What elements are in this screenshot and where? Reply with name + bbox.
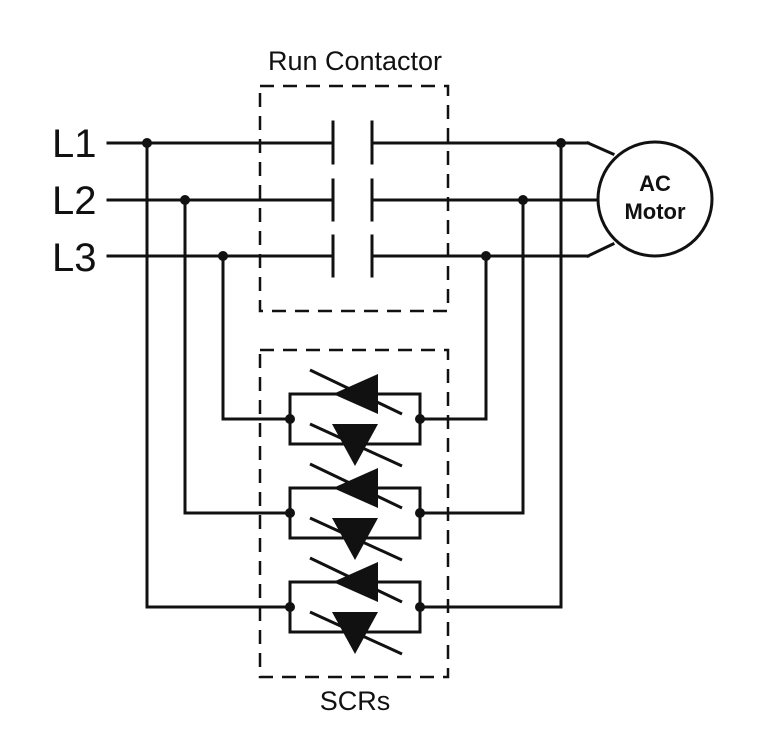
left-branch-wires — [145, 141, 292, 609]
motor-label-motor: Motor — [624, 199, 686, 224]
scr-pair-l1 — [288, 556, 422, 656]
line-label-l3: L3 — [52, 236, 97, 280]
ac-motor: AC Motor — [596, 140, 714, 258]
contactor-contacts — [331, 120, 374, 278]
scr-pair-l2 — [288, 462, 422, 562]
right-branch-wires — [418, 141, 563, 609]
main-line-l1 — [106, 141, 615, 156]
run-contactor-label: Run Contactor — [268, 46, 442, 76]
motor-label-ac: AC — [639, 171, 671, 196]
line-label-l2: L2 — [52, 179, 97, 223]
line-label-l1: L1 — [52, 122, 97, 166]
scr-pair-l3 — [288, 368, 422, 468]
scrs-label: SCRs — [320, 686, 391, 716]
